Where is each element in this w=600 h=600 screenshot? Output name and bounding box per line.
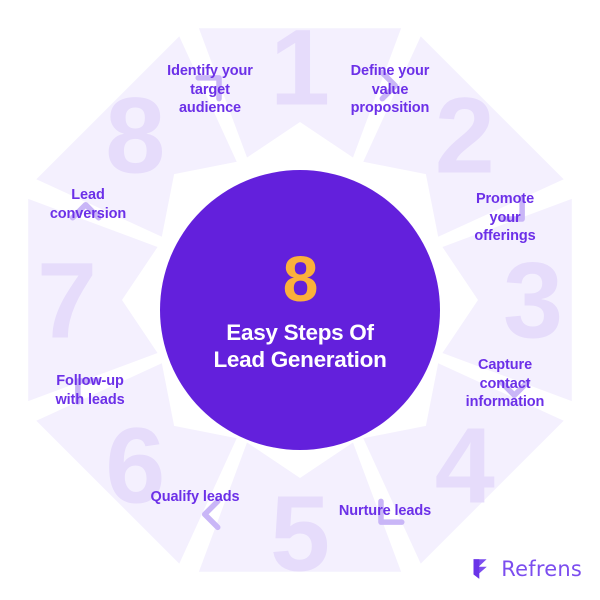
petal-step-1[interactable]: [198, 28, 402, 158]
center-number: 8: [282, 242, 319, 315]
ghost-number-8: 8: [105, 75, 165, 196]
petal-step-4[interactable]: [363, 363, 564, 564]
petal-step-2[interactable]: [363, 36, 564, 237]
ghost-number-4: 4: [435, 404, 495, 525]
center-circle: 8 Easy Steps Of Lead Generation: [160, 170, 440, 450]
connector-group: [69, 69, 531, 531]
corner-bracket-down-left-icon: [498, 195, 525, 222]
chevron-down-icon: [498, 379, 531, 399]
petal-step-7[interactable]: [28, 198, 158, 402]
chevron-right-icon: [379, 69, 399, 102]
refrens-r-logo-icon: [473, 559, 488, 579]
chevron-left-icon: [201, 498, 221, 531]
petal-step-8[interactable]: [36, 36, 237, 237]
ghost-number-1: 1: [270, 7, 330, 128]
ghost-number-6: 6: [105, 404, 165, 525]
ghost-number-2: 2: [435, 75, 495, 196]
petal-step-6[interactable]: [36, 363, 237, 564]
brand-logo: Refrens: [469, 556, 582, 582]
corner-bracket-up-right-icon: [75, 378, 102, 405]
petal-step-5[interactable]: [198, 442, 402, 572]
ghost-number-3: 3: [503, 240, 563, 361]
corner-bracket-up-left-icon: [195, 75, 222, 102]
ghost-number-5: 5: [270, 473, 330, 594]
chevron-up-icon: [69, 201, 102, 221]
corner-bracket-down-right-icon: [378, 498, 405, 525]
ghost-number-7: 7: [37, 240, 97, 361]
petal-step-3[interactable]: [442, 198, 572, 402]
brand-name: Refrens: [501, 557, 582, 581]
center-title: Easy Steps Of Lead Generation: [213, 319, 387, 372]
petal-group: [28, 28, 572, 572]
